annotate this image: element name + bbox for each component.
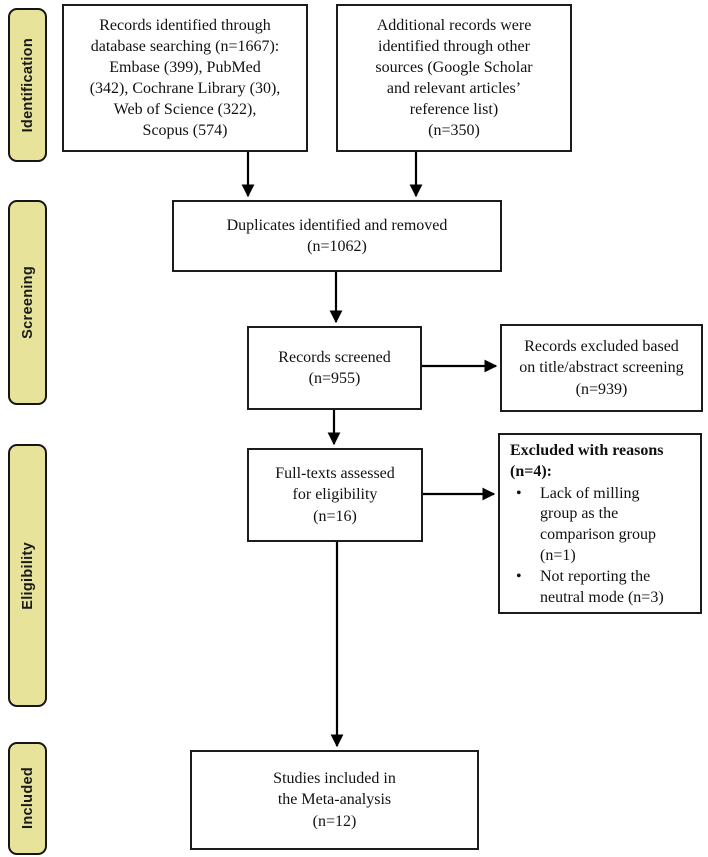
- box-duplicates-removed: Duplicates identified and removed (n=106…: [172, 200, 502, 272]
- box-other-sources: Additional records were identified throu…: [336, 4, 572, 152]
- exclusion-reason-item: • Lack of milling group as the compariso…: [510, 484, 694, 567]
- box-fulltext-assessed-text: Full-texts assessed for eligibility (n=1…: [275, 465, 395, 525]
- box-records-excluded: Records excluded based on title/abstract…: [500, 324, 703, 412]
- stage-included-label: Included: [19, 767, 36, 830]
- exclusion-reason-1-text: Lack of milling group as the comparison …: [540, 484, 656, 564]
- box-included-studies-text: Studies included in the Meta-analysis (n…: [273, 770, 396, 830]
- stage-screening: Screening: [8, 200, 47, 405]
- stage-identification: Identification: [8, 8, 47, 162]
- bullet-icon: •: [516, 567, 522, 585]
- box-records-screened: Records screened (n=955): [247, 326, 422, 410]
- stage-included: Included: [8, 742, 47, 855]
- exclusion-reason-item: • Not reporting the neutral mode (n=3): [510, 567, 694, 609]
- stage-identification-label: Identification: [19, 37, 36, 133]
- box-fulltext-assessed: Full-texts assessed for eligibility (n=1…: [247, 448, 423, 542]
- stage-screening-label: Screening: [19, 266, 36, 339]
- box-database-search: Records identified through database sear…: [62, 4, 308, 152]
- stage-eligibility-label: Eligibility: [19, 541, 36, 610]
- box-records-screened-text: Records screened (n=955): [278, 348, 391, 387]
- box-included-studies: Studies included in the Meta-analysis (n…: [190, 750, 479, 850]
- box-other-sources-text: Additional records were identified throu…: [375, 16, 533, 140]
- exclusion-reasons-title: Excluded with reasons (n=4):: [510, 442, 664, 480]
- stage-eligibility: Eligibility: [8, 444, 47, 707]
- box-exclusion-reasons: Excluded with reasons (n=4): • Lack of m…: [498, 433, 702, 614]
- bullet-icon: •: [516, 484, 522, 502]
- exclusion-reason-2-text: Not reporting the neutral mode (n=3): [540, 567, 664, 606]
- box-database-search-text: Records identified through database sear…: [89, 16, 281, 140]
- box-records-excluded-text: Records excluded based on title/abstract…: [519, 338, 684, 398]
- box-duplicates-removed-text: Duplicates identified and removed (n=106…: [226, 216, 448, 255]
